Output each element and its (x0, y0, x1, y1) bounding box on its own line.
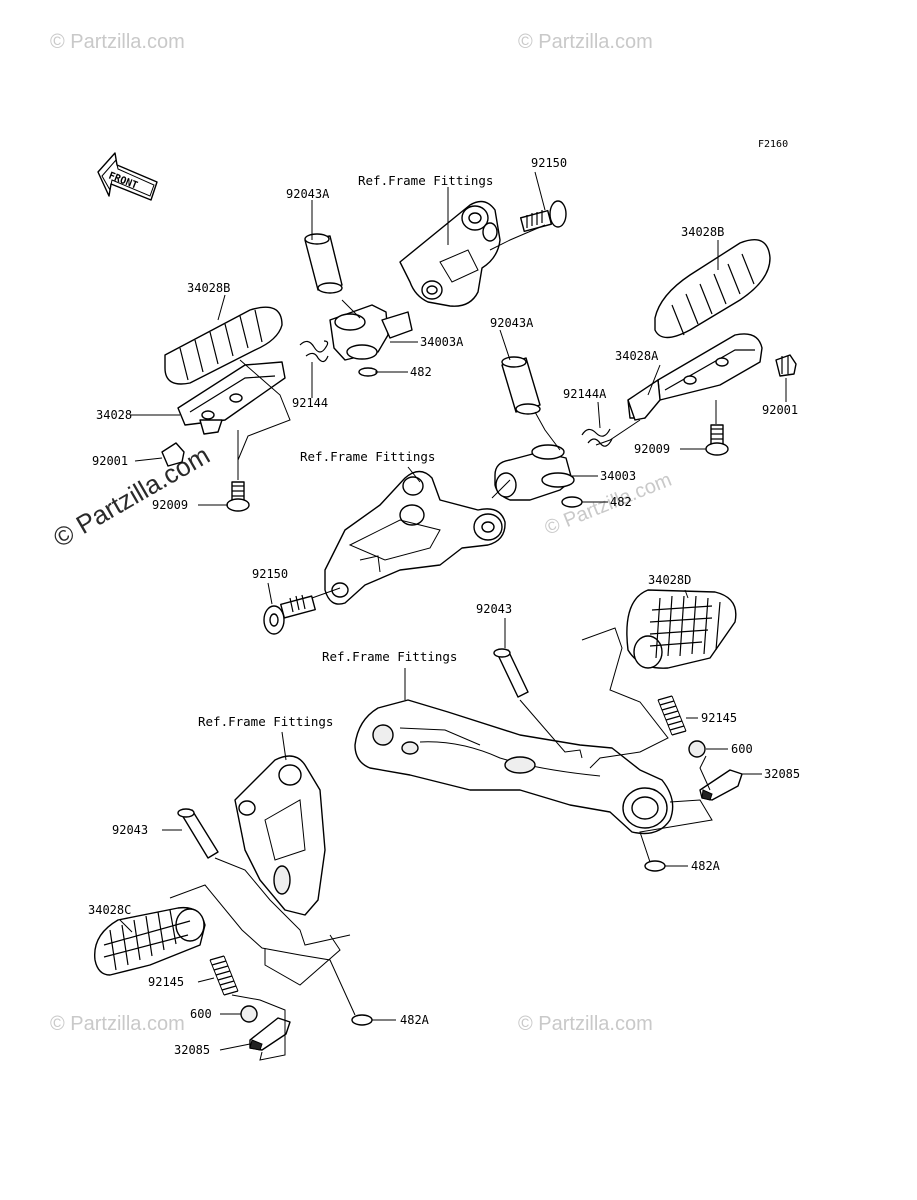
label-600-right: 600 (731, 742, 753, 756)
label-92144: 92144 (292, 396, 328, 410)
ref-label-middle-left: Ref.Frame Fittings (300, 449, 435, 464)
label-92001-right: 92001 (762, 403, 798, 417)
bolt-92150-top (519, 200, 567, 233)
label-482-upper: 482 (410, 365, 432, 379)
label-92001-left: 92001 (92, 454, 128, 468)
bolt-92009-left (226, 481, 250, 512)
label-92144A: 92144A (563, 387, 607, 401)
ref-label-lower-left: Ref.Frame Fittings (198, 714, 333, 729)
label-600-left: 600 (190, 1007, 212, 1021)
lower-left-frame-bracket (234, 755, 326, 916)
pin-92043A-left (304, 233, 343, 294)
label-92009-left: 92009 (152, 498, 188, 512)
clip-482A-right (644, 860, 666, 872)
label-482-middle: 482 (610, 495, 632, 509)
label-34028B-left: 34028B (187, 281, 230, 295)
clip-482-middle (561, 496, 583, 508)
hinge-34003A (329, 304, 413, 361)
upper-frame-bracket (399, 200, 501, 307)
detent-32085-right (699, 769, 743, 801)
label-34003A: 34003A (420, 335, 464, 349)
label-92043A-right: 92043A (490, 316, 534, 330)
label-34028D: 34028D (648, 573, 691, 587)
ball-600-right (688, 740, 706, 758)
spring-92145-right (657, 695, 687, 736)
clip-482-upper (358, 367, 378, 377)
label-32085-right: 32085 (764, 767, 800, 781)
bolt-92009-right (705, 424, 729, 456)
spring-92144A (581, 428, 613, 447)
label-482A-right: 482A (691, 859, 721, 873)
ball-600-left (240, 1005, 258, 1023)
label-32085-left: 32085 (174, 1043, 210, 1057)
watermark-bottom-left: © Partzilla.com (50, 1013, 185, 1035)
footrest-rubber-34028B-left (164, 306, 283, 385)
label-92145-right: 92145 (701, 711, 737, 725)
pin-92043A-right (501, 356, 541, 415)
label-34028-left: 34028 (96, 408, 132, 422)
footpeg-34028D (626, 589, 737, 669)
label-482A-left: 482A (400, 1013, 430, 1027)
pin-92043-middle (493, 648, 529, 698)
label-92009-right: 92009 (634, 442, 670, 456)
watermark-bottom-right: © Partzilla.com (518, 1013, 653, 1035)
clip-482A-left (351, 1014, 373, 1026)
footrest-bracket-34028-left (177, 361, 286, 435)
watermark-large: © Partzilla.com (48, 440, 215, 554)
middle-frame-bracket (324, 470, 506, 605)
label-34028C: 34028C (88, 903, 131, 917)
label-92150-top: 92150 (531, 156, 567, 170)
hinge-34003 (494, 444, 575, 501)
label-92043A-left: 92043A (286, 187, 330, 201)
diagram-code: F2160 (758, 139, 788, 150)
label-34028A: 34028A (615, 349, 659, 363)
ref-label-lower-right: Ref.Frame Fittings (322, 649, 457, 664)
label-34003: 34003 (600, 469, 636, 483)
bolt-92150-middle (263, 594, 316, 635)
label-34028B-right: 34028B (681, 225, 724, 239)
spring-92144 (299, 340, 329, 363)
label-92145-left: 92145 (148, 975, 184, 989)
leader-lines (119, 171, 787, 1061)
nut-92001-left (161, 442, 185, 467)
footpeg-34028C (94, 906, 206, 976)
pin-92043-left (177, 808, 219, 859)
label-92150-middle: 92150 (252, 567, 288, 581)
watermark-top-right: © Partzilla.com (518, 31, 653, 53)
lower-right-frame-bracket (354, 699, 674, 835)
footrest-rubber-34028B-right (654, 239, 771, 339)
label-92043-left: 92043 (112, 823, 148, 837)
watermark-top-left: © Partzilla.com (50, 31, 185, 53)
footrest-bracket-34028A (627, 333, 763, 421)
spring-92145-left (209, 955, 239, 996)
label-92043-middle: 92043 (476, 602, 512, 616)
nut-92001-right (775, 354, 797, 377)
front-arrow-icon: FRONT (97, 152, 158, 201)
detent-32085-left (249, 1017, 291, 1051)
ref-label-upper-right: Ref.Frame Fittings (358, 173, 493, 188)
